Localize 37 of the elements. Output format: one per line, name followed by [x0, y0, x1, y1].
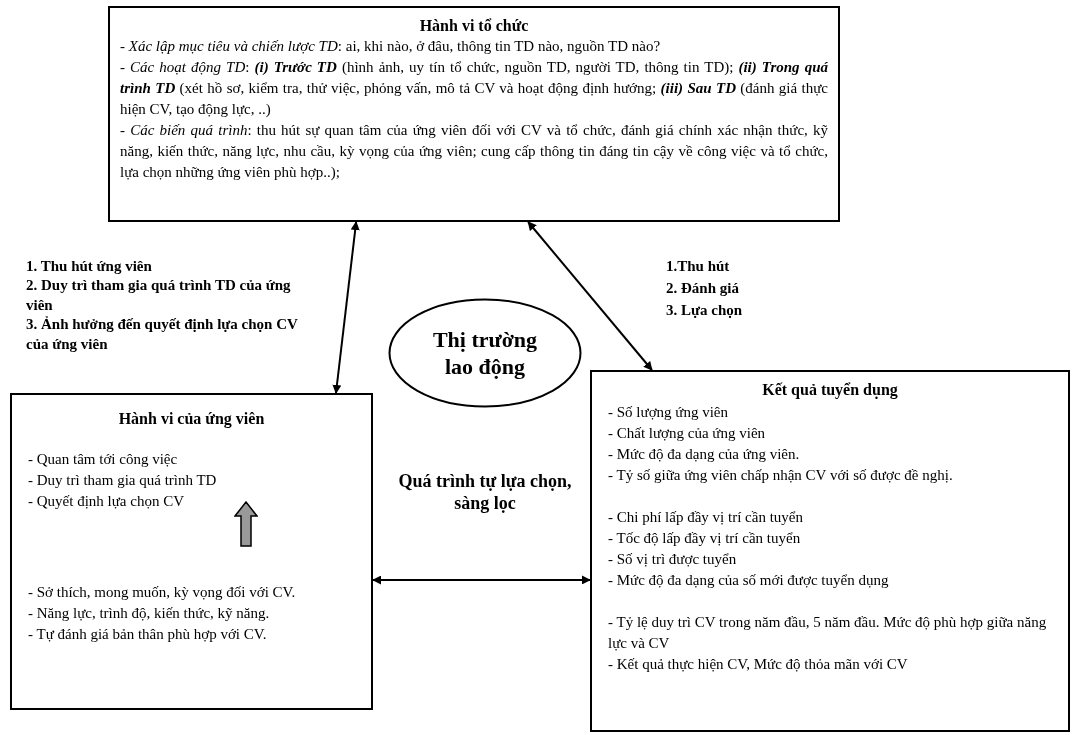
annotation-text: 3. Ảnh hưởng đến quyết định lựa chọn CV của ứng viên [26, 315, 299, 354]
arrow [527, 221, 653, 371]
list-item: - Tỷ số giữa ứng viên chấp nhận CV với số được đề nghị. [608, 466, 954, 485]
list-item: - Tốc độ lấp đầy vị trí cần tuyển [608, 529, 802, 548]
box-heading: Kết quả tuyển dụng [761, 380, 899, 401]
paragraph: - Các hoạt động TD: (i) Trước TD (hình ảnh, uy tín tổ chức, nguồn TD, người TD, thông tin TD); (ii) Trong quá trình TD (xét hồ sơ, kiểm tra, thử việc, phỏng vấn, mô tả CV và hoạt động định hướng; (iii) Sau TD (đánh giá thực hiện CV, tạo động lực, ..) [120, 58, 828, 119]
ellipse-node [388, 298, 582, 408]
list-item: - Số vị trì được tuyển [608, 550, 738, 569]
list-item: - Chi phí lấp đầy vị trí cần tuyển [608, 508, 804, 527]
list-item: - Mức độ đa dạng của ứng viên. [608, 445, 801, 464]
annotation-text: Quá trình tự lựa chọn, sàng lọc [397, 470, 573, 514]
arrow [332, 221, 360, 394]
list-item: - Tự đánh giá bản thân phù hợp với CV. [28, 625, 268, 644]
arrow [372, 575, 591, 585]
list-item: - Quyết định lựa chọn CV [28, 492, 186, 511]
list-item: - Quan tâm tới công việc [28, 450, 179, 469]
list-item: - Tỷ lệ duy trì CV trong năm đầu, 5 năm đầu. Mức độ phù hợp giữa năng lực và CV [608, 613, 1048, 653]
paragraph: - Các biến quá trình: thu hút sự quan tâm của ứng viên đối với CV và tổ chức, đánh giá chính xác nhận thức, kỹ năng, kiến thức, năng lực, nhu cầu, kỳ vọng của ứng viên; cung cấp thông tin đáng tin cậy về công việc và tổ chức, lựa chọn những ứng viên phù hợp..); [120, 121, 828, 182]
process-box [10, 393, 373, 710]
process-box [590, 370, 1070, 732]
box-heading: Hành vi của ứng viên [117, 409, 266, 430]
list-item: - Duy trì tham gia quá trình TD [28, 471, 218, 490]
annotation-text: 3. Lựa chọn [666, 301, 744, 320]
list-item: - Chất lượng của ứng viên [608, 424, 767, 443]
annotation-text: 2. Duy trì tham gia quá trình TD của ứng viên [26, 276, 292, 315]
node-title: Thị trường lao động [431, 325, 539, 381]
annotation-text: 1. Thu hút ứng viên [26, 257, 153, 276]
process-box [108, 6, 840, 222]
list-item: - Mức độ đa dạng của số mới được tuyển dụng [608, 571, 890, 590]
list-item: - Sở thích, mong muốn, kỳ vọng đối với CV. [28, 583, 297, 602]
annotation-text: 1.Thu hút [666, 257, 731, 276]
list-item: - Kết quả thực hiện CV, Mức độ thỏa mãn với CV [608, 655, 909, 674]
list-item: - Số lượng ứng viên [608, 403, 730, 422]
list-item: - Năng lực, trình độ, kiến thức, kỹ năng. [28, 604, 271, 623]
box-heading: Hành vi tổ chức [418, 16, 530, 36]
annotation-text: 2. Đánh giá [666, 279, 740, 298]
paragraph: - Xác lập mục tiêu và chiến lược TD: ai, khi nào, ở đâu, thông tin TD nào, nguồn TD nào? [120, 37, 662, 56]
